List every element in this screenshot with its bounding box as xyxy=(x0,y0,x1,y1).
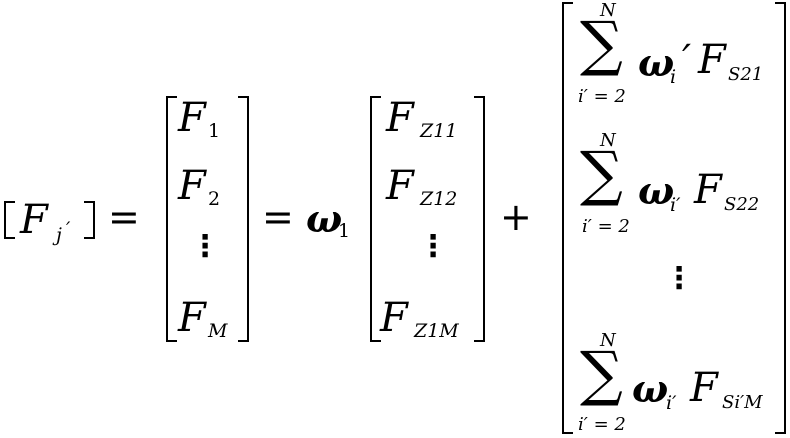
lhs-subscript-prime: ′ xyxy=(66,218,71,240)
sum-3-lower-limit: i′ = 2 xyxy=(578,414,626,435)
lhs-subscript: j xyxy=(56,224,62,246)
sum-3-omega: ω xyxy=(632,366,669,411)
sum-1-upper-limit: N xyxy=(600,0,616,21)
sum-2-F: F xyxy=(694,167,722,213)
vector-FZ-vdots: ⋮ xyxy=(418,229,448,264)
vector-FZ-entry-2-sub: Z12 xyxy=(420,188,458,210)
vector-F-left-bracket xyxy=(166,96,177,342)
lhs-right-bracket xyxy=(84,201,95,239)
vector-FZ-left-bracket xyxy=(370,96,381,342)
vector-F-entry-1-sub: 1 xyxy=(208,120,221,142)
lhs-left-bracket xyxy=(4,201,15,239)
omega-1: ω xyxy=(306,196,343,241)
vector-F-entry-2: F xyxy=(178,163,206,209)
vector-F-entry-3: F xyxy=(178,295,206,341)
sum-1-omega: ω xyxy=(638,40,675,85)
vector-FZ-entry-1-sub: Z11 xyxy=(420,120,458,142)
sum-1-lower-limit: i′ = 2 xyxy=(578,86,626,107)
sum-1-sigma: ∑ xyxy=(580,9,623,79)
sum-3-omega-sub: i′ xyxy=(666,392,677,414)
sum-1-omega-sub: i xyxy=(670,66,677,88)
omega-1-subscript: 1 xyxy=(338,220,351,242)
sum-1-F-sub: S21 xyxy=(728,64,764,85)
sum-3-F: F xyxy=(690,365,718,411)
equals-sign-1: = xyxy=(108,195,140,239)
equals-sign-2: = xyxy=(262,195,294,239)
vector-FZ-entry-3: F xyxy=(380,295,408,341)
sum-3-F-sub: Si′M xyxy=(722,392,763,413)
plus-sign: + xyxy=(500,195,532,239)
vector-FZ-entry-2: F xyxy=(386,163,414,209)
vector-F-entry-2-sub: 2 xyxy=(208,188,221,210)
vector-F-right-bracket xyxy=(238,96,249,342)
vector-F-entry-1: F xyxy=(178,95,206,141)
vector-F-vdots: ⋮ xyxy=(190,229,220,264)
sum-1-F: F xyxy=(698,37,726,83)
sum-2-F-sub: S22 xyxy=(724,194,760,215)
lhs-F: F xyxy=(20,197,48,243)
sum-2-omega-sub: i′ xyxy=(670,194,681,216)
sum-vector-right-bracket xyxy=(775,2,786,434)
vector-FZ-entry-1: F xyxy=(386,95,414,141)
sum-2-omega: ω xyxy=(638,168,675,213)
sum-2-sigma: ∑ xyxy=(580,139,623,209)
sum-vector-left-bracket xyxy=(562,2,573,434)
sum-2-upper-limit: N xyxy=(600,130,616,151)
sum-3-upper-limit: N xyxy=(600,330,616,351)
sum-1-omega-prime: ′ xyxy=(682,37,692,83)
sum-vector-vdots: ⋮ xyxy=(664,261,694,296)
vector-F-entry-3-sub: M xyxy=(208,320,228,342)
vector-FZ-entry-3-sub: Z1M xyxy=(414,320,459,342)
sum-3-sigma: ∑ xyxy=(580,339,623,409)
sum-2-lower-limit: i′ = 2 xyxy=(582,216,630,237)
vector-FZ-right-bracket xyxy=(474,96,485,342)
